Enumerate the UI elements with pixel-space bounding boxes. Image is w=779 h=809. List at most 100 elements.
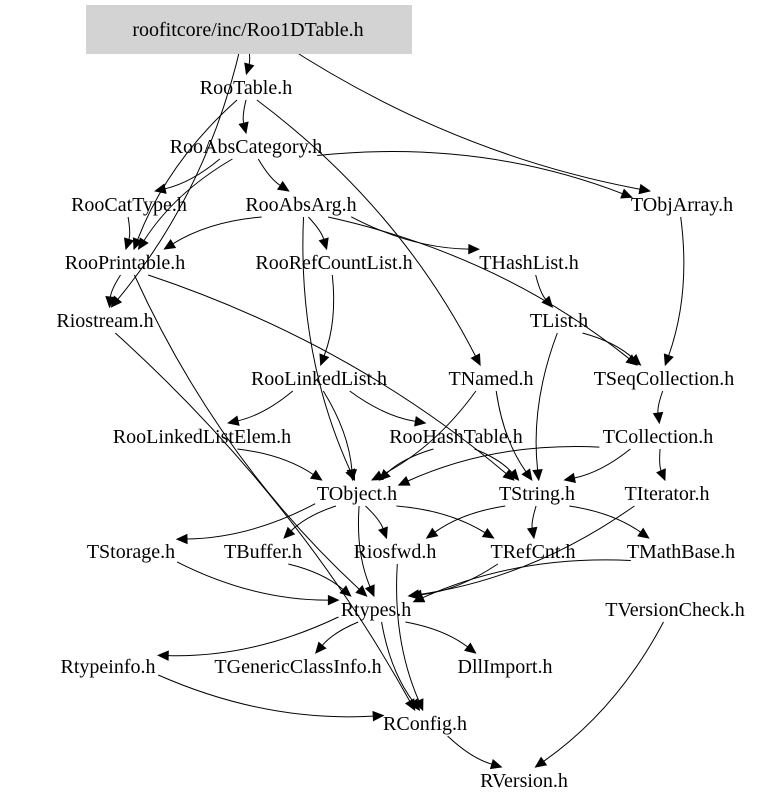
- edge-TString-to-TRefCnt: [531, 505, 537, 529]
- arrowhead-icon: [372, 710, 385, 722]
- node-Riosfwd[interactable]: Riosfwd.h: [354, 541, 437, 563]
- arrowhead-icon: [339, 585, 352, 597]
- node-RooPrintable[interactable]: RooPrintable.h: [65, 252, 186, 274]
- node-label: RooPrintable.h: [65, 252, 186, 274]
- node-TRefCnt[interactable]: TRefCnt.h: [491, 541, 576, 563]
- node-RooLinkedList[interactable]: RooLinkedList.h: [251, 368, 387, 390]
- node-label: TRefCnt.h: [491, 541, 576, 563]
- node-RooAbsArg[interactable]: RooAbsArg.h: [245, 194, 356, 216]
- node-label: Rtypes.h: [341, 599, 412, 621]
- arrowhead-icon: [481, 527, 495, 539]
- edge-RooPrintable-to-Rtypes: [133, 274, 360, 590]
- edge-TObject-to-Riosfwd: [365, 505, 384, 529]
- node-TObjArray[interactable]: TObjArray.h: [631, 194, 733, 216]
- edge-TMathBase-to-Rtypes: [422, 559, 631, 599]
- edge-TVersionCheck-to-RVersion: [543, 621, 664, 762]
- node-RooLinkedListElem[interactable]: RooLinkedListElem.h: [113, 426, 291, 448]
- node-Riostream[interactable]: Riostream.h: [56, 310, 153, 332]
- arrowhead-icon: [227, 415, 240, 426]
- edge-RooAbsCategory-to-RooCatType: [164, 158, 221, 190]
- edge-RooAbsArg-to-THashList: [350, 216, 469, 250]
- arrowhead-icon: [620, 188, 633, 199]
- node-TMathBase[interactable]: TMathBase.h: [627, 541, 735, 563]
- arrowhead-icon: [276, 180, 290, 192]
- node-RooCatType[interactable]: RooCatType.h: [71, 194, 187, 216]
- node-Rtypes[interactable]: Rtypes.h: [341, 599, 412, 621]
- arrowhead-icon: [154, 183, 167, 194]
- arrowhead-icon: [156, 650, 169, 661]
- node-label: RooAbsCategory.h: [170, 136, 323, 158]
- node-label: Riostream.h: [56, 310, 153, 332]
- node-label: RooAbsArg.h: [245, 194, 356, 216]
- edge-TCollection-to-TObject: [407, 446, 600, 482]
- node-TSeqCollection[interactable]: TSeqCollection.h: [594, 368, 735, 390]
- edge-Riosfwd-to-RConfig: [396, 563, 420, 701]
- node-RVersion[interactable]: RVersion.h: [480, 770, 568, 792]
- node-TIterator[interactable]: TIterator.h: [625, 483, 710, 505]
- arrowhead-icon: [124, 237, 135, 251]
- node-RooHashTable[interactable]: RooHashTable.h: [389, 426, 523, 448]
- node-label: RConfig.h: [383, 713, 467, 735]
- arrowhead-icon: [244, 62, 255, 76]
- node-label: TVersionCheck.h: [605, 599, 744, 621]
- root-node-background: [86, 5, 412, 54]
- node-Rtypeinfo[interactable]: Rtypeinfo.h: [61, 656, 156, 678]
- node-RooAbsCategory[interactable]: RooAbsCategory.h: [170, 136, 323, 158]
- node-RooRefCountList[interactable]: RooRefCountList.h: [255, 252, 412, 274]
- node-TBuffer[interactable]: TBuffer.h: [224, 541, 302, 563]
- arrowhead-icon: [404, 698, 416, 712]
- arrowhead-icon: [412, 592, 426, 603]
- node-THashList[interactable]: THashList.h: [479, 252, 578, 274]
- node-RooTable[interactable]: RooTable.h: [200, 77, 292, 99]
- edge-RooTable-to-RooPrintable: [137, 99, 238, 240]
- node-label: TBuffer.h: [224, 541, 302, 563]
- edge-TNamed-to-TString: [495, 390, 527, 473]
- node-TList[interactable]: TList.h: [530, 310, 588, 332]
- edge-TObjArray-to-TSeqCollection: [668, 216, 685, 356]
- node-label: RVersion.h: [480, 770, 568, 792]
- arrowhead-icon: [637, 527, 650, 539]
- node-TGenericClassInfo[interactable]: TGenericClassInfo.h: [214, 656, 381, 678]
- arrowhead-icon: [309, 469, 323, 481]
- node-root[interactable]: roofitcore/inc/Roo1DTable.h: [86, 5, 412, 54]
- arrowhead-icon: [629, 353, 642, 366]
- node-DllImport[interactable]: DllImport.h: [458, 656, 553, 678]
- arrowhead-icon: [663, 353, 674, 367]
- edge-Rtypes-to-DllImport: [405, 621, 468, 648]
- edge-TList-to-TString: [535, 332, 558, 471]
- node-TObject[interactable]: TObject.h: [317, 483, 397, 505]
- arrowhead-icon: [563, 472, 576, 484]
- node-TStorage[interactable]: TStorage.h: [87, 541, 175, 563]
- node-TCollection[interactable]: TCollection.h: [603, 426, 714, 448]
- edge-TObject-to-TRefCnt: [396, 505, 486, 534]
- node-label: Riosfwd.h: [354, 541, 437, 563]
- edge-RooTable-to-RooAbsCategory: [242, 99, 247, 124]
- arrowhead-icon: [318, 237, 329, 251]
- node-label: RooCatType.h: [71, 194, 187, 216]
- node-label: TMathBase.h: [627, 541, 735, 563]
- node-label: TStorage.h: [87, 541, 175, 563]
- node-TString[interactable]: TString.h: [499, 483, 575, 505]
- edge-Rtypes-to-TGenericClassInfo: [321, 621, 359, 646]
- node-label: TIterator.h: [625, 483, 710, 505]
- node-TVersionCheck[interactable]: TVersionCheck.h: [605, 599, 744, 621]
- edge-root-to-TObjArray: [279, 41, 640, 190]
- nodes-layer: roofitcore/inc/Roo1DTable.hRooTable.hRoo…: [56, 5, 745, 792]
- node-label: TSeqCollection.h: [594, 368, 735, 390]
- arrowhead-icon: [355, 584, 368, 597]
- edges-layer: [105, 41, 685, 770]
- edge-TCollection-to-TString: [574, 448, 631, 479]
- node-TNamed[interactable]: TNamed.h: [449, 368, 534, 390]
- edge-RooAbsArg-to-TObject: [302, 216, 351, 472]
- edge-TObject-to-TStorage: [186, 503, 316, 540]
- node-label: TObjArray.h: [631, 194, 733, 216]
- edge-Rtypeinfo-to-RConfig: [157, 674, 374, 718]
- node-label: roofitcore/inc/Roo1DTable.h: [132, 19, 363, 41]
- node-label: TString.h: [499, 483, 575, 505]
- arrowhead-icon: [105, 296, 116, 309]
- node-RConfig[interactable]: RConfig.h: [383, 713, 467, 735]
- edge-RConfig-to-RVersion: [447, 735, 492, 765]
- node-label: THashList.h: [479, 252, 578, 274]
- edge-RooAbsCategory-to-TObjArray: [317, 151, 623, 195]
- arrowhead-icon: [541, 295, 554, 308]
